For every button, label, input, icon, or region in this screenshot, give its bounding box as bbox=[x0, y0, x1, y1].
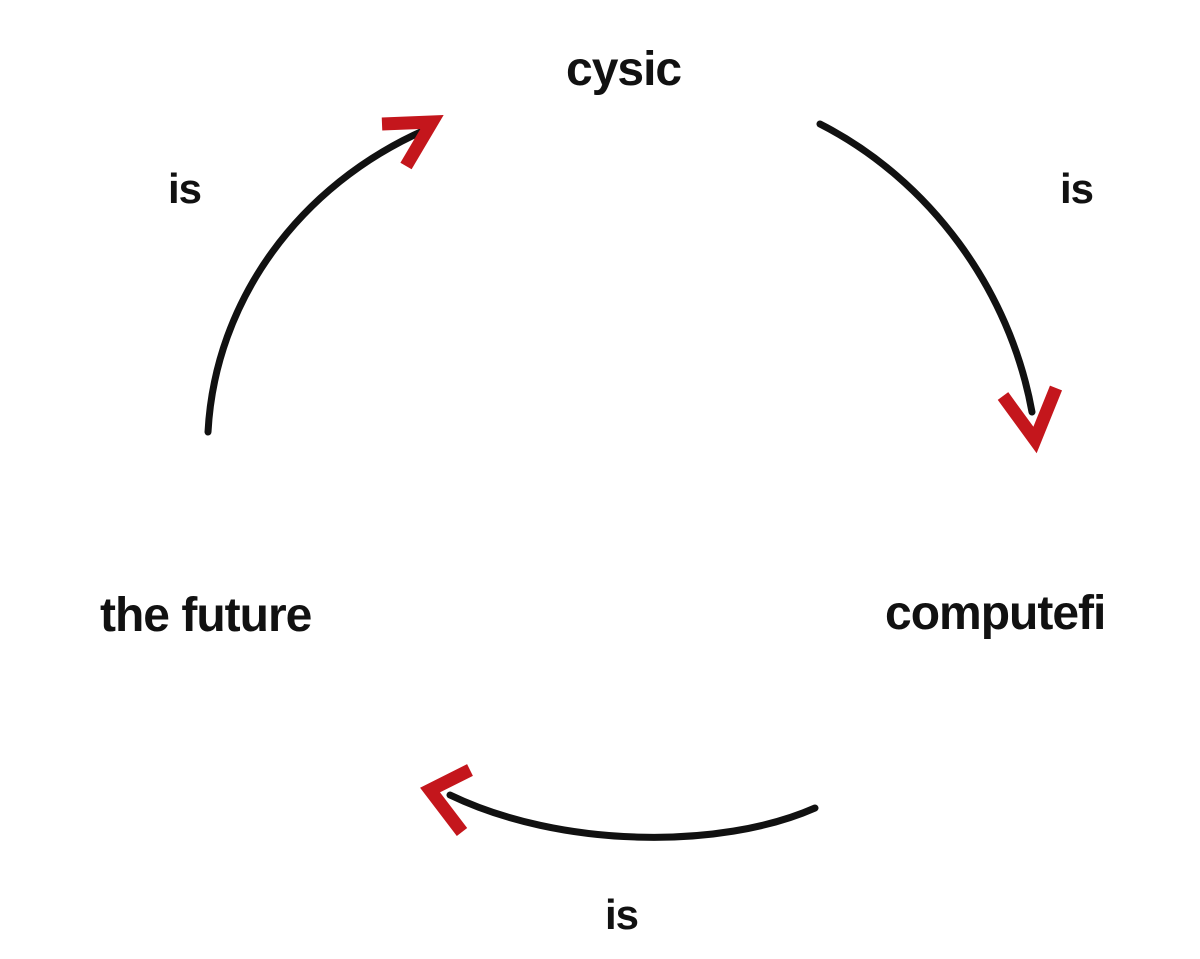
edge-label-cysic-computefi: is bbox=[1060, 165, 1094, 212]
arrow-shaft bbox=[446, 791, 819, 841]
edge-label-computefi-future: is bbox=[605, 891, 639, 938]
arrow-shaft bbox=[204, 126, 429, 436]
arrow-computefi-to-future bbox=[420, 764, 819, 841]
arrow-future-to-cysic bbox=[204, 115, 444, 436]
arrow-head-icon bbox=[420, 764, 473, 836]
node-the-future: the future bbox=[100, 589, 312, 642]
arrow-head-icon bbox=[381, 115, 444, 170]
arrow-shaft bbox=[816, 120, 1036, 416]
node-cysic: cysic bbox=[566, 43, 682, 96]
node-computefi: computefi bbox=[885, 587, 1106, 640]
arrow-cysic-to-computefi bbox=[816, 120, 1063, 454]
edge-label-future-cysic: is bbox=[168, 165, 202, 212]
arrow-head-icon bbox=[997, 385, 1063, 454]
